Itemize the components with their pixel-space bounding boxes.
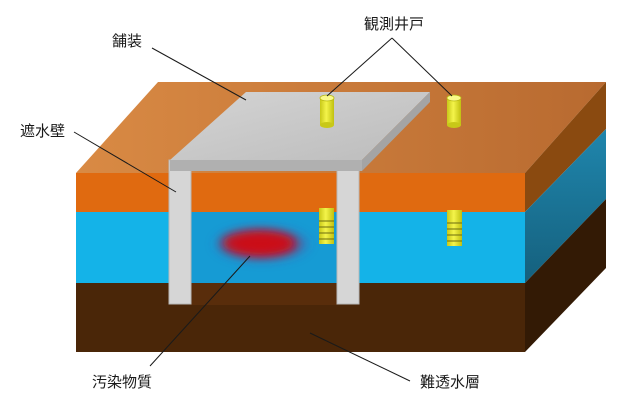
well-screen-right	[447, 210, 462, 246]
cutoff-wall-left	[169, 160, 191, 304]
label-cutoff-wall: 遮水壁	[20, 124, 65, 139]
contaminant-core	[222, 232, 294, 254]
cutoff-wall-right	[337, 160, 359, 304]
well-head-right	[447, 95, 461, 128]
pavement-slab-front	[170, 160, 362, 171]
label-pavement: 舗装	[112, 34, 142, 49]
label-contaminant: 汚染物質	[92, 375, 152, 390]
well-screen-left	[319, 208, 334, 244]
surface-layer-front	[76, 173, 525, 212]
label-impermeable-layer: 難透水層	[420, 375, 480, 390]
well-head-left	[320, 95, 334, 128]
enclosed-zone-impermeable-shade	[191, 283, 337, 305]
label-observation-well: 観測井戸	[364, 17, 424, 32]
